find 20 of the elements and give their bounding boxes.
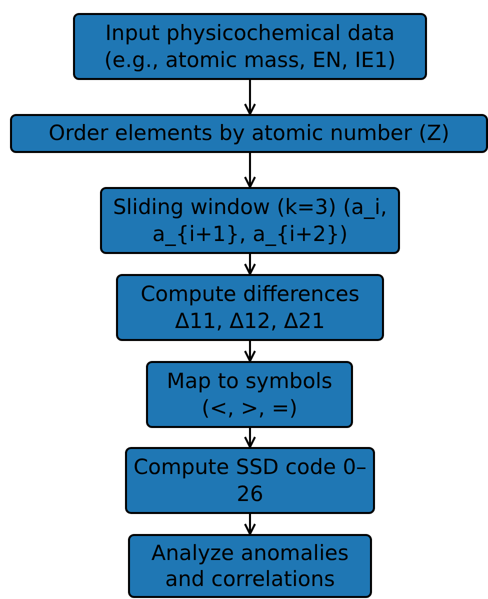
step-label: Input physicochemical data (e.g., atomic mass, EN, IE1) bbox=[103, 20, 397, 73]
step-label: Map to symbols (<, >, =) bbox=[166, 368, 334, 421]
process-box bbox=[125, 447, 375, 514]
step-label: Analyze anomalies and correlations bbox=[150, 540, 350, 592]
process-box bbox=[116, 274, 384, 341]
process-box bbox=[10, 114, 488, 153]
arrow bbox=[244, 254, 256, 275]
process-box bbox=[100, 187, 400, 254]
process-box bbox=[146, 361, 353, 428]
process-box bbox=[128, 534, 372, 598]
arrow bbox=[244, 514, 256, 535]
step-label: Compute SSD code 0–26 bbox=[132, 454, 368, 507]
step-label: Order elements by atomic number (Z) bbox=[48, 120, 450, 147]
arrow bbox=[244, 428, 256, 448]
arrow bbox=[244, 341, 256, 362]
step-label: Sliding window (k=3) (a_i, a_{i+1}, a_{i+2}) bbox=[112, 194, 388, 247]
step-label: Compute differences Δ11, Δ12, Δ21 bbox=[140, 281, 360, 334]
arrow bbox=[244, 80, 256, 115]
process-box bbox=[73, 13, 427, 80]
arrow bbox=[244, 153, 256, 188]
